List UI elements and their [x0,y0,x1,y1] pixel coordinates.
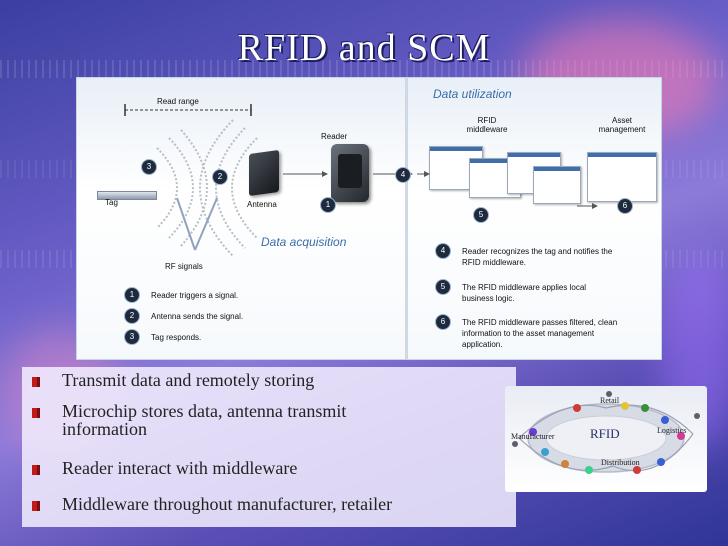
bullet-item: Microchip stores data, antenna transmit … [32,402,422,438]
legend-badge-3: 3 [124,329,140,345]
step-badge-5: 5 [473,207,489,223]
network-retail-label: Retail [600,396,620,405]
legend-badge-2: 2 [124,308,140,324]
network-manufacturer-label: Manufacturer [511,432,555,441]
legend-badge-6: 6 [435,314,451,330]
bullet-item: Transmit data and remotely storing [32,371,502,389]
bullet-item: Reader interact with middleware [32,459,502,477]
rfid-network-graphic: RFID Retail Logistics Manufacturer Distr… [505,386,707,492]
asset-management-screen [587,152,657,202]
network-center-label: RFID [590,426,620,441]
rfid-middleware-label: RFID middleware [466,116,508,134]
step-badge-6: 6 [617,198,633,214]
bullet-list: Transmit data and remotely storing Micro… [22,367,516,527]
bullet-text: Middleware throughout manufacturer, reta… [62,494,393,514]
legend-badge-5: 5 [435,279,451,295]
data-utilization-heading: Data utilization [433,87,512,101]
read-range-bracket [124,104,252,116]
rfid-network-diagram [512,391,700,474]
legend-step-4: Reader recognizes the tag and notifies t… [462,247,613,267]
reader-label: Reader [321,132,348,141]
legend-step-6: The RFID middleware passes filtered, cle… [462,318,618,349]
rf-signal-arcs [156,119,258,257]
bullet-icon [32,501,40,511]
antenna-device [249,149,279,197]
bullet-text: Microchip stores data, antenna transmit … [62,401,347,439]
read-range-label: Read range [157,97,199,106]
step-badge-4: 4 [395,167,411,183]
legend-step-1: Reader triggers a signal. [151,291,239,300]
step-badge-3: 3 [141,159,157,175]
step-badge-2: 2 [212,169,228,185]
tag-label: Tag [105,198,118,207]
rf-signals-label: RF signals [165,262,203,271]
network-distribution-label: Distribution [601,458,640,467]
asset-management-label: Asset management [598,116,646,134]
bullet-icon [32,377,40,387]
bullet-icon [32,465,40,475]
antenna-label: Antenna [247,200,277,209]
legend-step-2: Antenna sends the signal. [151,312,244,321]
bullet-item: Middleware throughout manufacturer, reta… [32,495,502,513]
middleware-screen [533,166,581,204]
legend-badge-1: 1 [124,287,140,303]
step-badge-1: 1 [320,197,336,213]
bullet-text: Transmit data and remotely storing [62,370,315,390]
utilization-arrows [417,171,598,209]
bullet-icon [32,408,40,418]
data-acquisition-heading: Data acquisition [261,235,347,249]
slide-title: RFID and SCM [237,27,491,69]
legend-badge-4: 4 [435,243,451,259]
legend-step-3: Tag responds. [151,333,202,342]
rfid-diagram: Read range Tag Antenna Reader RF signals… [76,77,662,360]
network-logistics-label: Logistics [657,426,687,435]
diagram-divider [405,78,408,359]
legend-step-5: The RFID middleware applies local busine… [462,283,587,303]
tag-device [97,191,157,200]
bullet-text: Reader interact with middleware [62,458,298,478]
reader-device [331,144,369,202]
